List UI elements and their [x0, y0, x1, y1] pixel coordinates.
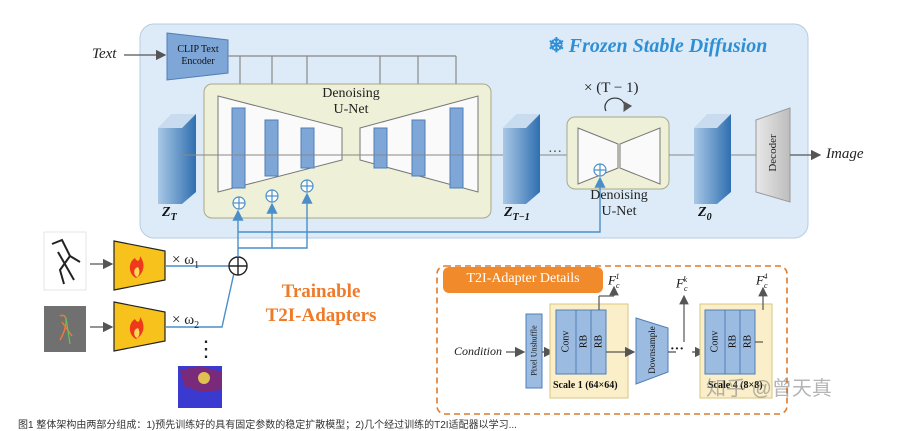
- omega2-label: × ω2: [172, 312, 200, 331]
- rb-label-1b: RB: [593, 334, 605, 349]
- flame-icon: [129, 256, 144, 278]
- condition-label: Condition: [454, 344, 503, 358]
- zt1-label: ZT−1: [504, 205, 530, 223]
- pixel-unshuffle-block: [525, 313, 543, 389]
- zt1-cube: [503, 114, 540, 204]
- scale4-label: Scale 4 (8×8): [708, 380, 763, 391]
- details-title: T2I-Adapter Details: [466, 271, 580, 286]
- details-panel: [436, 265, 788, 415]
- downsample-block: [635, 317, 669, 385]
- scale1-label: Scale 1 (64×64): [553, 380, 618, 391]
- z0-label: Z0: [698, 205, 712, 223]
- rb-label-4b: RB: [742, 334, 754, 349]
- omega1-label: × ω1: [172, 252, 200, 271]
- watermark: 知乎 @曾天真: [706, 378, 832, 400]
- image-output-label: Image: [826, 146, 864, 162]
- snowflake-icon: ❄: [548, 35, 565, 57]
- clip-encoder: [166, 32, 229, 81]
- downsample-label: Downsample: [647, 326, 657, 374]
- rb-label-4a: RB: [727, 334, 739, 349]
- zt-cube: [158, 114, 196, 204]
- fk-label: Fck: [676, 275, 688, 293]
- loop-label: × (T − 1): [584, 80, 639, 96]
- decoder-label: Decoder: [767, 134, 779, 172]
- f1-label: Fc1: [608, 272, 620, 290]
- caption: 图1 整体架构由两部分组成：1)预先训练好的具有固定参数的稳定扩散模型；2)几个…: [18, 420, 517, 431]
- conv-label-4: Conv: [709, 330, 721, 353]
- dots-label: ···: [548, 145, 562, 160]
- details-title-tab: [443, 267, 603, 293]
- f4-label: Fc4: [756, 272, 768, 290]
- rb-label-1a: RB: [578, 334, 590, 349]
- details-dots: ···: [670, 342, 685, 357]
- flame-icon: [129, 317, 144, 339]
- conv-label-1: Conv: [560, 330, 572, 353]
- vertical-dots: ⋮: [195, 336, 217, 361]
- zt-label: ZT: [162, 205, 177, 223]
- decoder-block: [755, 107, 791, 203]
- pixel-unshuffle-label: Pixel Unshuffle: [529, 325, 539, 376]
- frozen-title: ❄Frozen Stable Diffusion: [548, 35, 768, 57]
- z0-cube: [694, 114, 731, 204]
- text-input-label: Text: [92, 46, 117, 62]
